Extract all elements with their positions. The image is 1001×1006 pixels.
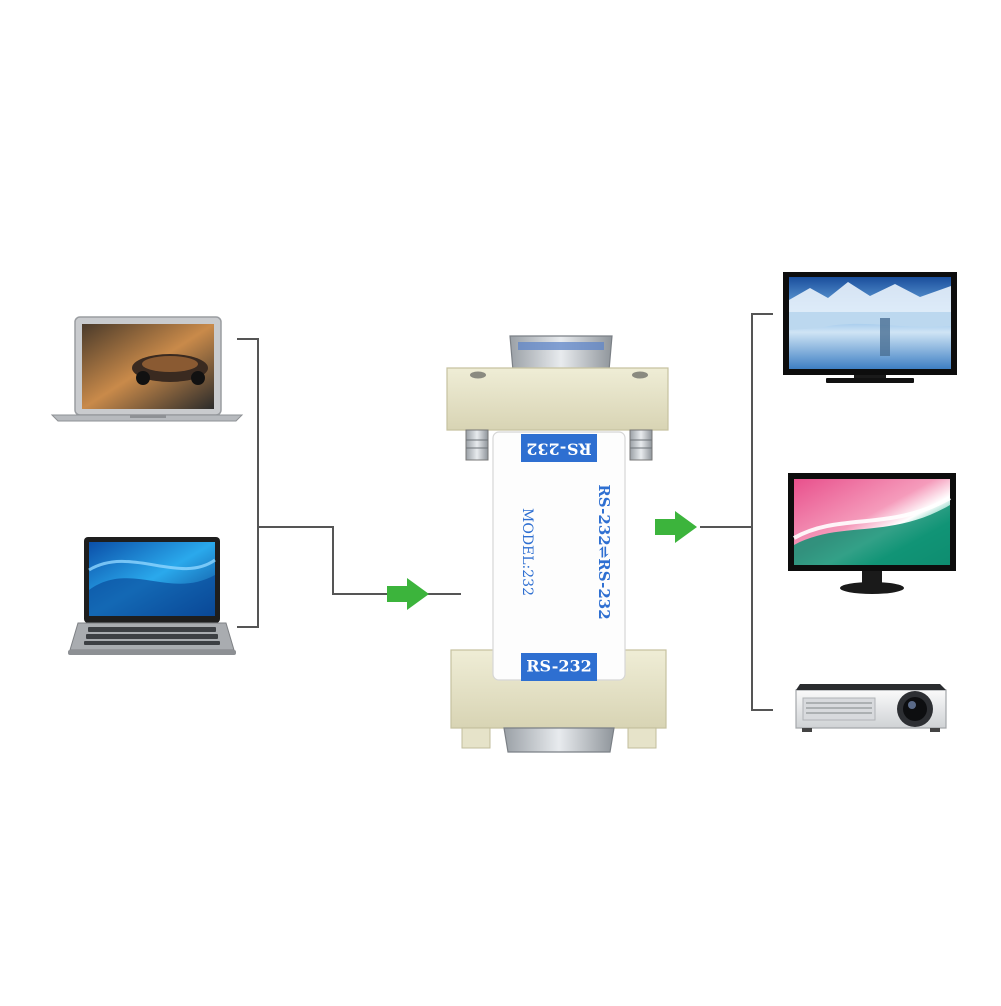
top-label-tab (521, 434, 597, 462)
bottom-label-tab (521, 653, 597, 681)
input-arrow-icon (387, 578, 429, 610)
left-bracket-line (237, 338, 259, 628)
bottom-db9-connector-icon (461, 727, 657, 753)
top-screws-icon (465, 429, 653, 461)
right-bracket-line (751, 313, 773, 711)
model-text: MODEL:232 (519, 508, 535, 596)
side-rs232-text: RS-232⇌RS-232 (595, 484, 613, 619)
left-input-line (258, 526, 461, 595)
rs232-adapter: RS-232 RS-232 MODEL:232 RS-232⇌RS-232 (446, 335, 669, 753)
output-arrow-icon (655, 511, 697, 543)
projector-icon (795, 684, 947, 732)
lcd-monitor-icon (788, 473, 956, 594)
bottom-tab-text: RS-232 (526, 657, 591, 676)
tv-monitor-icon (783, 272, 957, 383)
laptop-mac-icon (50, 316, 244, 422)
top-tab-text: RS-232 (526, 440, 591, 459)
laptop-pc-icon (68, 537, 236, 655)
